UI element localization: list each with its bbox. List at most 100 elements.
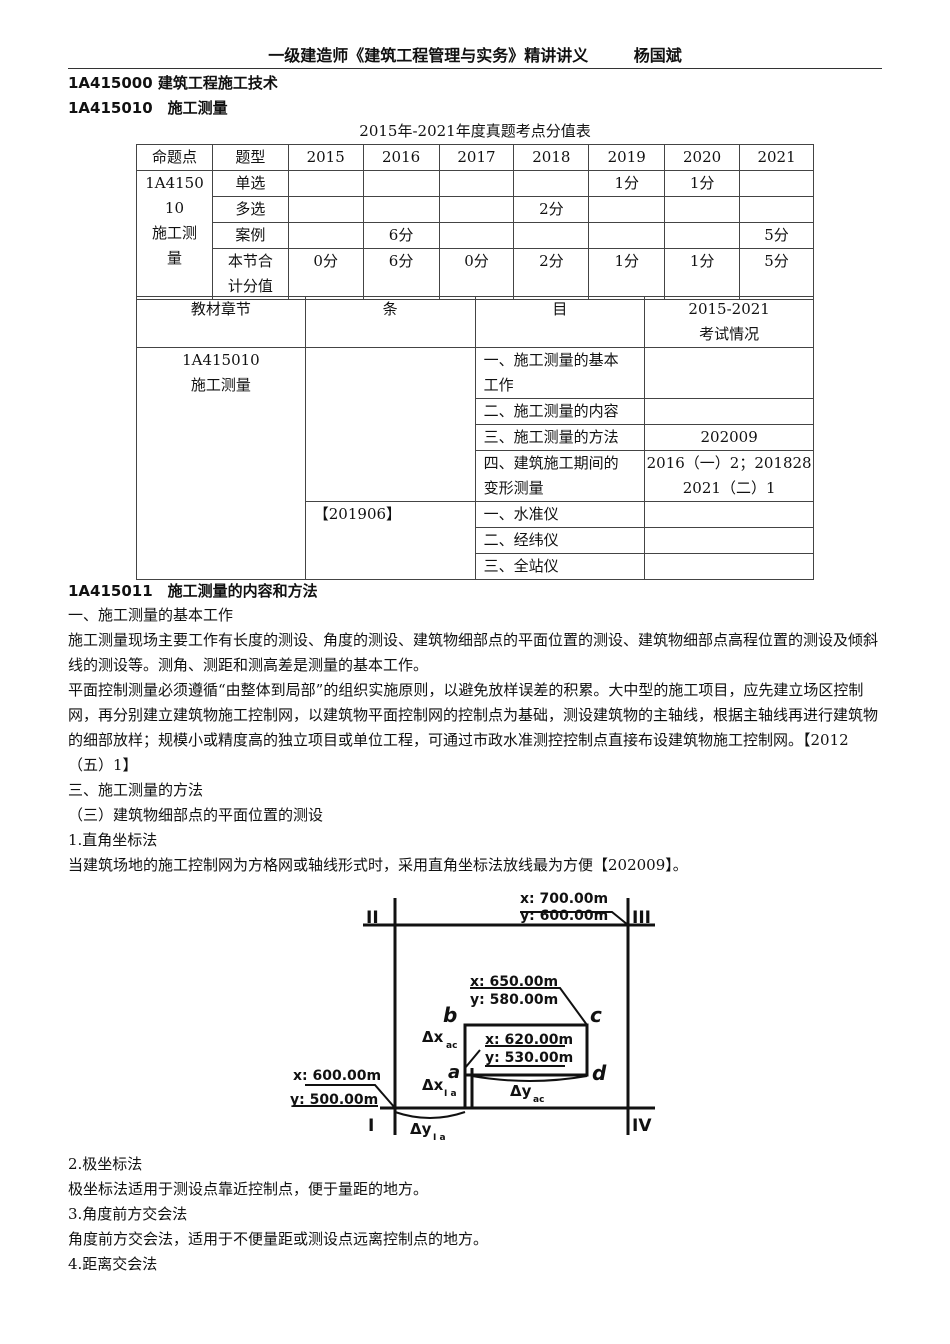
- paragraph: 平面控制测量必须遵循“由整体到局部”的组织实施原则，以避免放样误差的积累。大中型…: [68, 681, 879, 774]
- leader-line: [305, 1084, 396, 1109]
- type-cell: 案例: [211, 222, 289, 249]
- table-header: 条: [304, 296, 476, 348]
- table-header: 目: [474, 296, 646, 348]
- table-row: 1A415010 施工测量 一、施工测量的基本 工作: [136, 347, 814, 580]
- coord-label: y: 500.00m: [290, 1092, 378, 1108]
- score-cell: [739, 170, 814, 197]
- leader-line: [520, 911, 629, 926]
- score-cell: 6分: [362, 248, 440, 300]
- mu-line: 一、施工测量的基本: [483, 351, 619, 369]
- dimension-arc: [471, 1075, 588, 1082]
- table1-caption: 2015年-2021年度真题考点分值表: [359, 122, 591, 140]
- score-cell: [438, 170, 515, 197]
- paragraph: 当建筑场地的施工控制网为方格网或轴线形式时，采用直角坐标法放线最为方便【2020…: [68, 856, 688, 874]
- delta-label: Δx: [422, 1076, 444, 1094]
- score-cell: 1分: [664, 248, 741, 300]
- paragraph: 施工测量现场主要工作有长度的测设、角度的测设、建筑物细部点的平面位置的测设、建筑…: [68, 631, 879, 674]
- table-row: 三、全站仪: [137, 553, 814, 580]
- score-cell: 6分: [362, 222, 440, 249]
- chapter-table: 教材章节 条 目 2015-2021 考试情况 1A415010 施工测量 一、…: [136, 296, 814, 580]
- exam-cell: [644, 553, 814, 580]
- table-header: 2017: [438, 144, 515, 171]
- topic-line: 量: [166, 249, 182, 267]
- type-cell: 多选: [211, 196, 289, 223]
- type-cell: 本节合 计分值: [211, 248, 289, 300]
- delta-label: Δy: [510, 1082, 532, 1100]
- table-header: 2019: [588, 144, 666, 171]
- exam-line: 2016（一）2；201828: [646, 454, 812, 472]
- tiao-cell: [304, 347, 476, 502]
- exam-line: 2021（二）1: [682, 479, 776, 497]
- paragraph: 2.极坐标法: [68, 1155, 143, 1173]
- coord-label: x: 650.00m: [470, 974, 558, 990]
- chapter-line: 施工测量: [190, 376, 251, 394]
- mu-cell: 一、水准仪: [474, 501, 646, 528]
- delta-subscript: ac: [533, 1095, 544, 1105]
- table-row: 本节合 计分值 0分 6分 0分 2分 1分 1分 5分: [137, 248, 814, 300]
- type-line: 本节合: [227, 252, 273, 270]
- score-cell: [739, 196, 814, 223]
- mu-cell: 三、全站仪: [474, 553, 646, 580]
- delta-subscript: I a: [444, 1089, 457, 1099]
- score-cell: [588, 196, 666, 223]
- mu-cell: 二、经纬仪: [474, 527, 646, 554]
- paragraph: （三）建筑物细部点的平面位置的测设: [68, 806, 324, 824]
- score-cell: [287, 170, 364, 197]
- score-cell: 0分: [438, 248, 515, 300]
- mu-cell: 一、施工测量的基本 工作: [474, 347, 646, 399]
- paragraph: 极坐标法适用于测设点靠近控制点，便于量距的地方。: [68, 1180, 429, 1198]
- tiao-cell: 【201906】: [304, 501, 476, 580]
- subsection-heading: 1A415011 施工测量的内容和方法: [68, 582, 318, 600]
- topic-cell: 1A4150 10 施工测 量: [136, 170, 213, 300]
- delta-subscript: I a: [433, 1133, 446, 1143]
- score-cell: 5分: [739, 222, 814, 249]
- score-cell: [438, 196, 515, 223]
- point-label-a: a: [448, 1062, 460, 1083]
- chapter-cell: 1A415010 施工测量: [136, 347, 306, 580]
- grid-label-iii: III: [632, 908, 651, 928]
- table-row: 四、建筑施工期间的 变形测量 2016（一）2；201828 2021（二）1: [137, 450, 814, 502]
- table-row: 【201906】 一、水准仪: [137, 501, 814, 580]
- delta-subscript: ac: [446, 1041, 457, 1051]
- grid-label-i: I: [368, 1116, 374, 1136]
- score-table: 命题点 题型 2015 2016 2017 2018 2019 2020 202…: [136, 144, 814, 300]
- point-label-c: c: [590, 1003, 602, 1027]
- coord-label: y: 530.00m: [485, 1050, 573, 1066]
- table-row: 命题点 题型 2015 2016 2017 2018 2019 2020 202…: [136, 144, 814, 171]
- header-line: 2015-2021: [688, 300, 770, 318]
- topic-line: 1A4150: [145, 174, 204, 192]
- coordinate-diagram: II III I IV x: 700.00m y: 600.00m x: 650…: [290, 891, 655, 1143]
- delta-label: Δx: [422, 1028, 444, 1046]
- table-row: 三、施工测量的方法 202009: [137, 424, 814, 451]
- paragraph: 1.直角坐标法: [68, 831, 158, 849]
- point-label-b: b: [443, 1003, 457, 1027]
- score-cell: [438, 222, 515, 249]
- header-author: 杨国斌: [633, 46, 682, 65]
- table-header: 教材章节: [136, 296, 306, 348]
- header-title: 一级建造师《建筑工程管理与实务》精讲讲义: [268, 46, 589, 65]
- leader-line: [470, 987, 588, 1026]
- point-label-d: d: [592, 1061, 607, 1085]
- mu-line: 工作: [483, 376, 514, 394]
- mu-cell: 二、施工测量的内容: [474, 398, 646, 425]
- paragraph: 角度前方交会法，适用于不便量距或测设点远离控制点的地方。: [68, 1230, 489, 1248]
- exam-cell: [644, 501, 814, 528]
- section-heading-1: 1A415000 建筑工程施工技术: [68, 74, 278, 92]
- table-header: 命题点: [136, 144, 213, 171]
- table-row: 二、经纬仪: [137, 527, 814, 554]
- table-header: 2016: [362, 144, 440, 171]
- type-cell: 单选: [211, 170, 289, 197]
- exam-cell: 2016（一）2；201828 2021（二）1: [644, 450, 814, 502]
- score-cell: 1分: [664, 170, 741, 197]
- score-cell: 2分: [513, 196, 590, 223]
- topic-line: 10: [164, 199, 185, 217]
- table-header: 2021: [739, 144, 814, 171]
- table-header: 2015-2021 考试情况: [644, 296, 814, 348]
- paragraph: 三、施工测量的方法: [68, 781, 204, 799]
- coord-label: x: 620.00m: [485, 1032, 573, 1048]
- table-header: 题型: [211, 144, 289, 171]
- exam-cell: [644, 398, 814, 425]
- mu-line: 变形测量: [483, 479, 544, 497]
- section-heading-2: 1A415010 施工测量: [68, 99, 228, 117]
- coord-label: x: 600.00m: [293, 1068, 381, 1084]
